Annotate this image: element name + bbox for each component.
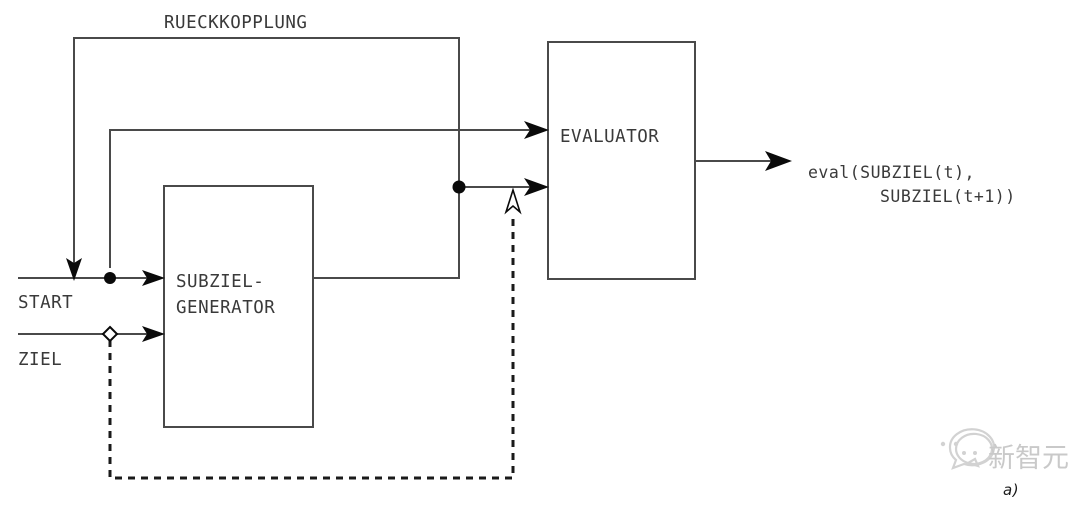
arrowhead-ziel-into-generator bbox=[142, 326, 165, 342]
arrowhead-into-evaluator-lower bbox=[524, 178, 549, 196]
eval-output-label-line1: eval(SUBZIEL(t), bbox=[808, 163, 975, 182]
subziel-generator-label-line1: SUBZIEL- bbox=[176, 272, 264, 292]
block-subziel-generator[interactable] bbox=[163, 185, 314, 428]
edge-reentry-dashed bbox=[108, 215, 515, 480]
wechat-icon bbox=[940, 428, 996, 470]
arrowhead-into-evaluator-upper bbox=[524, 121, 549, 139]
eval-output-label-line2: SUBZIEL(t+1)) bbox=[880, 187, 1016, 206]
junction-dot-evaluator-branch bbox=[452, 180, 466, 194]
feedback-label: RUECKKOPPLUNG bbox=[164, 13, 307, 33]
watermark-text: 新智元 bbox=[988, 443, 1069, 474]
ziel-label: ZIEL bbox=[18, 350, 62, 370]
arrowhead-evaluator-output bbox=[765, 151, 792, 171]
arrowhead-feedback-to-start bbox=[66, 258, 82, 281]
subziel-generator-label-line2: GENERATOR bbox=[176, 298, 275, 318]
arrowhead-dashed-reentry bbox=[504, 187, 522, 215]
junction-dot-start bbox=[104, 272, 116, 284]
edge-subziel-to-evaluator bbox=[313, 186, 540, 279]
evaluator-label: EVALUATOR bbox=[560, 127, 659, 147]
watermark: 新智元 bbox=[940, 428, 1069, 474]
start-label: START bbox=[18, 293, 73, 313]
figure-label: a) bbox=[1003, 481, 1019, 499]
arrowhead-start-into-generator bbox=[142, 270, 165, 286]
edge-feedback-inner bbox=[109, 129, 540, 268]
edge-feedback-outer bbox=[73, 37, 460, 268]
junction-dot-ziel bbox=[101, 325, 119, 343]
block-evaluator[interactable] bbox=[547, 41, 696, 280]
